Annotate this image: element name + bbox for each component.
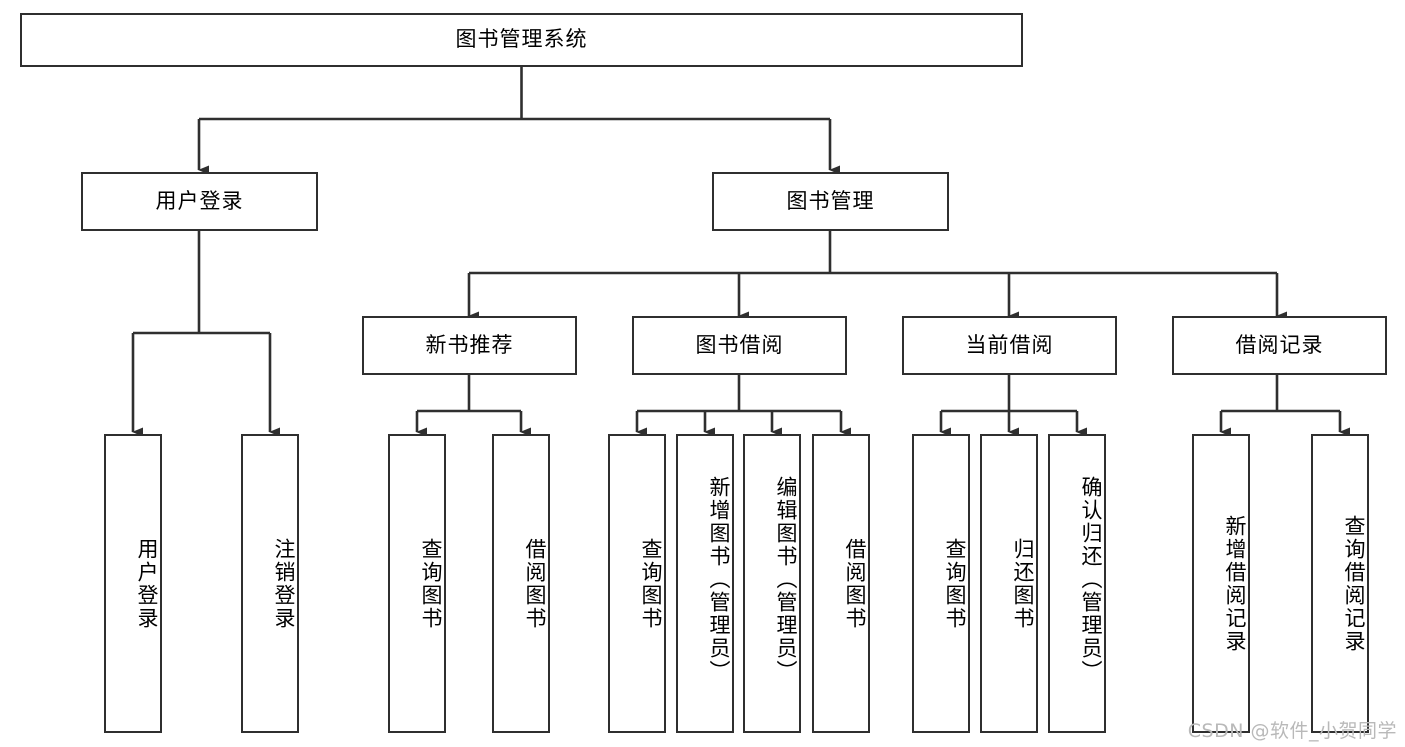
node-new-book-recommend[interactable]: 新书推荐 (362, 316, 577, 375)
node-book-borrow[interactable]: 图书借阅 (632, 316, 847, 375)
node-user-login[interactable]: 用户登录 (81, 172, 318, 231)
node-leaf-query-book-2-label: 查询图书 (639, 537, 663, 630)
node-root[interactable]: 图书管理系统 (20, 13, 1023, 67)
node-book-manage[interactable]: 图书管理 (712, 172, 949, 231)
node-leaf-borrow-book-2[interactable]: 借阅图书 (812, 434, 870, 733)
node-book-borrow-label: 图书借阅 (695, 332, 784, 357)
node-borrow-record-label: 借阅记录 (1235, 332, 1324, 357)
node-current-borrow[interactable]: 当前借阅 (902, 316, 1117, 375)
node-leaf-logout-login-label: 注销登录 (272, 537, 296, 630)
node-root-label: 图书管理系统 (455, 27, 588, 52)
node-leaf-query-borrow-record[interactable]: 查询借阅记录 (1311, 434, 1369, 733)
node-book-manage-label: 图书管理 (786, 188, 875, 213)
node-leaf-user-login[interactable]: 用户登录 (104, 434, 162, 733)
node-borrow-record[interactable]: 借阅记录 (1172, 316, 1387, 375)
node-leaf-return-book-label: 归还图书 (1011, 537, 1035, 630)
node-leaf-edit-book-admin[interactable]: 编辑图书（管理员） (743, 434, 801, 733)
node-current-borrow-label: 当前借阅 (965, 332, 1054, 357)
node-leaf-return-book[interactable]: 归还图书 (980, 434, 1038, 733)
node-leaf-confirm-return-admin[interactable]: 确认归还（管理员） (1048, 434, 1106, 733)
node-leaf-logout-login[interactable]: 注销登录 (241, 434, 299, 733)
node-leaf-confirm-return-admin-label: 确认归还（管理员） (1079, 476, 1103, 683)
node-leaf-query-book-1-label: 查询图书 (419, 537, 443, 630)
node-leaf-borrow-book-2-label: 借阅图书 (843, 537, 867, 630)
node-leaf-query-book-3-label: 查询图书 (943, 537, 967, 630)
node-leaf-query-book-1[interactable]: 查询图书 (388, 434, 446, 733)
node-leaf-user-login-label: 用户登录 (135, 537, 159, 630)
node-new-book-recommend-label: 新书推荐 (425, 332, 514, 357)
node-leaf-query-borrow-record-label: 查询借阅记录 (1342, 514, 1366, 653)
node-leaf-query-book-2[interactable]: 查询图书 (608, 434, 666, 733)
node-leaf-add-borrow-record[interactable]: 新增借阅记录 (1192, 434, 1250, 733)
node-leaf-add-book-admin[interactable]: 新增图书（管理员） (676, 434, 734, 733)
csdn-watermark: CSDN @软件_小贺同学 (1187, 720, 1397, 742)
node-leaf-add-book-admin-label: 新增图书（管理员） (707, 476, 731, 683)
node-leaf-query-book-3[interactable]: 查询图书 (912, 434, 970, 733)
node-leaf-borrow-book-1[interactable]: 借阅图书 (492, 434, 550, 733)
node-leaf-add-borrow-record-label: 新增借阅记录 (1223, 514, 1247, 653)
node-leaf-borrow-book-1-label: 借阅图书 (523, 537, 547, 630)
node-leaf-edit-book-admin-label: 编辑图书（管理员） (774, 476, 798, 683)
node-user-login-label: 用户登录 (155, 188, 244, 213)
